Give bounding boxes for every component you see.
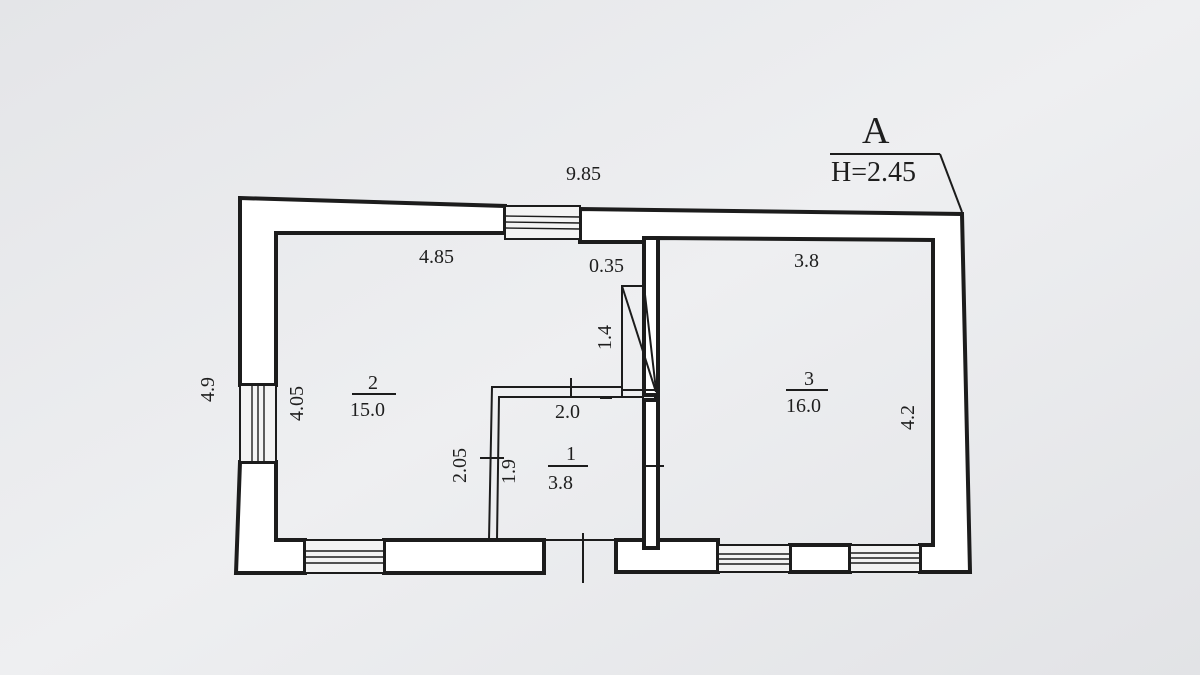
dim-room3-length: 3.8 — [794, 250, 819, 272]
window-top — [504, 205, 581, 240]
partition-room1-inner — [496, 396, 644, 541]
dim-room2-length: 4.85 — [419, 246, 454, 268]
window-bottom-right-1 — [717, 544, 791, 573]
dim-room1-depth-outer: 2.05 — [449, 448, 471, 483]
dim-partition: 0.35 — [589, 255, 624, 277]
window-left — [239, 384, 277, 463]
labels: A H=2.45 9.85 4.85 0.35 3.8 2.0 4.9 4.05… — [197, 110, 919, 494]
room-3-number: 3 — [804, 368, 814, 390]
room-1-area: 3.8 — [548, 472, 573, 494]
dim-room1-depth-inner: 1.9 — [498, 459, 520, 484]
dim-stair-length: 1.4 — [594, 325, 616, 350]
room-1-label: 1 3.8 — [548, 443, 588, 494]
entrance-partitions — [480, 285, 664, 583]
dim-overall-width: 9.85 — [566, 163, 601, 185]
dim-room3-depth: 4.2 — [897, 405, 919, 430]
stair-diagonal — [621, 285, 657, 393]
room-2-number: 2 — [368, 372, 378, 394]
window-bottom-right-2 — [849, 544, 921, 573]
section-letter: A — [862, 110, 890, 152]
partition-room3 — [642, 236, 660, 550]
windows — [239, 205, 921, 574]
dim-overall-depth: 4.9 — [197, 377, 219, 402]
room-3-area: 16.0 — [786, 395, 821, 417]
room-3-label: 3 16.0 — [786, 368, 828, 417]
wall-bottom-mid — [382, 538, 546, 575]
room-1-number: 1 — [566, 443, 576, 465]
wall-bottom-right-a — [614, 538, 720, 574]
dim-room1-width: 2.0 — [555, 401, 580, 423]
section-marker — [830, 153, 963, 213]
room-2-label: 2 15.0 — [350, 372, 396, 421]
wall-bottom-right-b — [788, 543, 852, 574]
room-2-area: 15.0 — [350, 399, 385, 421]
dim-room2-depth: 4.05 — [286, 386, 308, 421]
wall-top-right — [578, 206, 973, 574]
partition-room1 — [488, 386, 622, 541]
window-bottom-left — [304, 539, 385, 574]
ceiling-height: H=2.45 — [831, 157, 916, 188]
